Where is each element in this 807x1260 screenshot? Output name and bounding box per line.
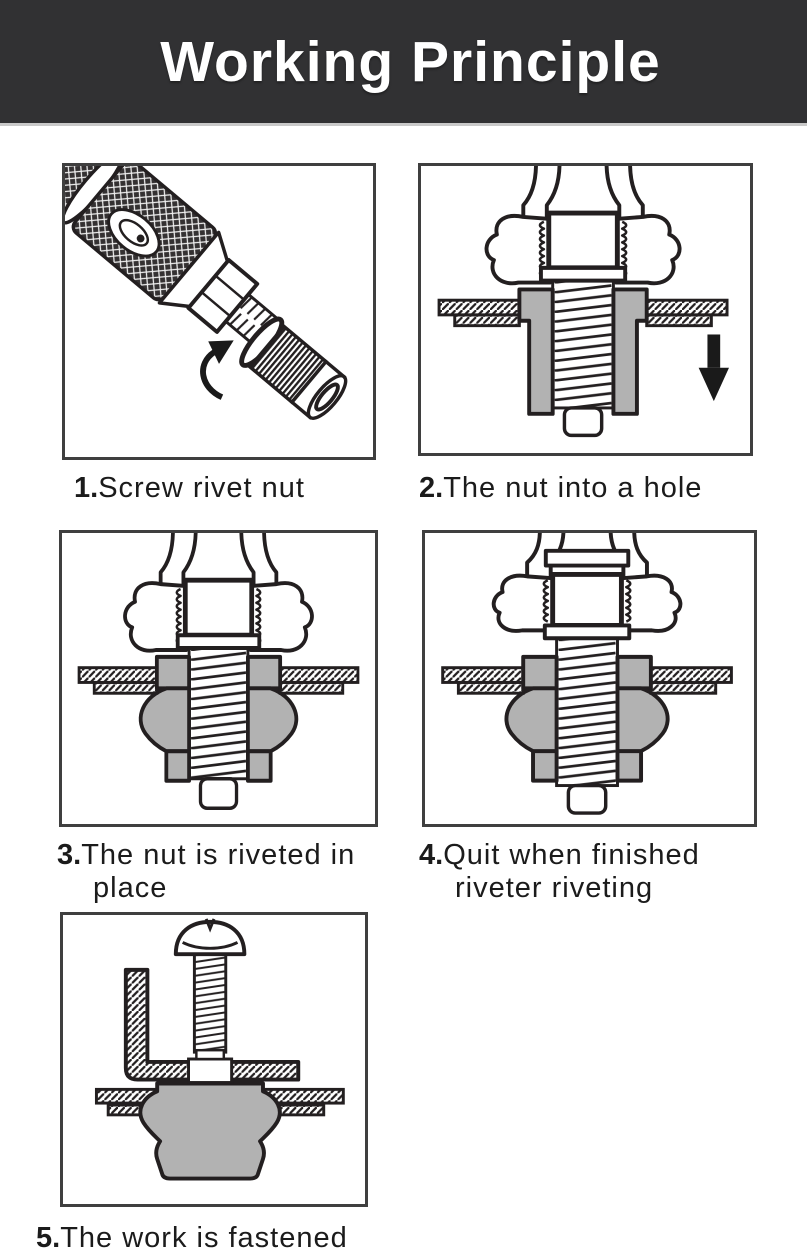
step1-text: Screw rivet nut bbox=[98, 472, 305, 504]
step4-text-line1: Quit when finished bbox=[443, 839, 700, 871]
mandrel-threads bbox=[551, 279, 615, 410]
riveted-nut bbox=[138, 1081, 282, 1181]
riveter-nose bbox=[123, 533, 314, 653]
step5-caption: 5.The work is fastened bbox=[36, 1222, 348, 1255]
mandrel-tip bbox=[566, 783, 608, 815]
step4-panel bbox=[422, 530, 757, 827]
mandrel-threads bbox=[555, 636, 619, 788]
step4-number: 4. bbox=[419, 839, 444, 871]
work-fastened-illustration bbox=[94, 918, 345, 1181]
nut-riveted-illustration bbox=[77, 533, 360, 810]
step5-panel bbox=[60, 912, 368, 1207]
riveter-nose bbox=[491, 533, 683, 641]
rivet-nut bbox=[239, 316, 348, 420]
step2-panel bbox=[418, 163, 753, 456]
rivet-nut-section bbox=[517, 287, 649, 416]
workpiece-plate bbox=[441, 666, 733, 695]
workpiece-plate bbox=[94, 1087, 345, 1117]
page-title: Working Principle bbox=[160, 29, 661, 94]
bracket-hole bbox=[187, 1057, 234, 1084]
step4-text-line2: riveter riveting bbox=[455, 872, 654, 904]
step2-text: The nut into a hole bbox=[443, 472, 703, 504]
rivet-nut-bulged bbox=[138, 654, 299, 783]
screw-icon bbox=[173, 918, 247, 1061]
riveter-withdraw-illustration bbox=[441, 533, 733, 815]
step1-number: 1. bbox=[74, 472, 99, 504]
page-header: Working Principle bbox=[0, 0, 807, 126]
step3-caption: 3.The nut is riveted in place bbox=[57, 839, 355, 905]
down-arrow-icon bbox=[698, 334, 729, 402]
workpiece-plate bbox=[437, 298, 729, 328]
step2-caption: 2.The nut into a hole bbox=[419, 472, 702, 505]
step1-panel bbox=[62, 163, 376, 460]
step2-number: 2. bbox=[419, 472, 444, 504]
step3-number: 3. bbox=[57, 839, 82, 871]
step1-caption: 1.Screw rivet nut bbox=[74, 472, 305, 505]
mandrel-threads bbox=[187, 646, 250, 781]
l-bracket bbox=[123, 967, 301, 1082]
rotation-arrow-icon bbox=[200, 340, 234, 400]
step3-text-line2: place bbox=[93, 872, 168, 904]
workpiece-plate bbox=[77, 666, 360, 695]
mandrel-tip bbox=[562, 406, 604, 438]
rivet-nut-bulged bbox=[504, 654, 670, 783]
riveter-and-nut-illustration bbox=[65, 166, 348, 420]
step5-text: The work is fastened bbox=[60, 1222, 348, 1254]
step5-number: 5. bbox=[36, 1222, 61, 1254]
step3-text-line1: The nut is riveted in bbox=[81, 839, 356, 871]
nut-into-hole-illustration bbox=[437, 166, 729, 438]
step3-panel bbox=[59, 530, 378, 827]
riveter-nose bbox=[484, 166, 682, 286]
mandrel-tip bbox=[198, 777, 239, 810]
step4-caption: 4.Quit when finished riveter riveting bbox=[419, 839, 700, 905]
